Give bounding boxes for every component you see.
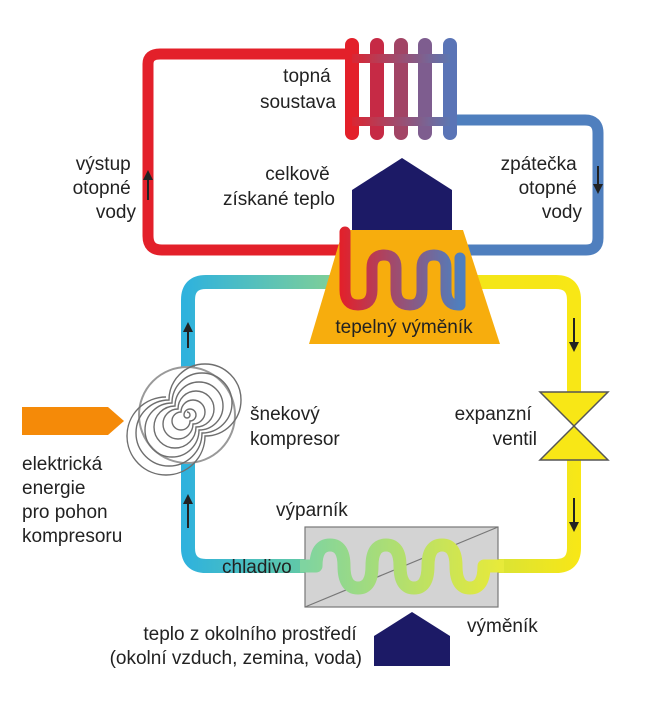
heat-output-arrow-shape [352, 158, 452, 234]
return-water-label: zpátečka otopné vody [501, 154, 583, 223]
ambient-heat-label: teplo z okolního prostředí (okolní vzduc… [110, 624, 362, 669]
scroll-compressor [126, 363, 242, 476]
heat-exchanger-label: tepelný výměník [335, 317, 473, 338]
compressor-label: šnekový kompresor [250, 404, 340, 450]
expansion-valve [538, 391, 610, 461]
exchanger-label: výměník [467, 616, 538, 637]
refrigerant-arrow-left-upper [183, 322, 193, 348]
heat-exchanger [309, 230, 500, 344]
refrigerant-arrow-right-upper [569, 318, 579, 352]
refrigerant-arrow-left-lower [183, 494, 193, 528]
electric-energy-label: elektrická energie pro pohon kompresoru [22, 454, 122, 547]
expansion-valve-label: expanzní ventil [455, 404, 537, 450]
electric-energy-arrow [22, 407, 124, 435]
evaporator-label: výparník [276, 500, 348, 521]
radiator [345, 38, 457, 140]
supply-flow-arrow [143, 170, 153, 200]
evaporator [300, 526, 504, 608]
supply-water-label: výstup otopné vody [73, 154, 137, 223]
heating-system-label: topná soustava [260, 66, 336, 113]
return-flow-arrow [593, 166, 603, 194]
refrigerant-label: chladivo [222, 557, 292, 578]
heat-exchanger-coil [339, 226, 466, 311]
refrigerant-arrow-right-lower [569, 498, 579, 532]
ambient-heat-arrow-shape [374, 612, 450, 666]
total-heat-label: celkově získané teplo [223, 164, 335, 210]
evaporator-coil [300, 538, 504, 595]
